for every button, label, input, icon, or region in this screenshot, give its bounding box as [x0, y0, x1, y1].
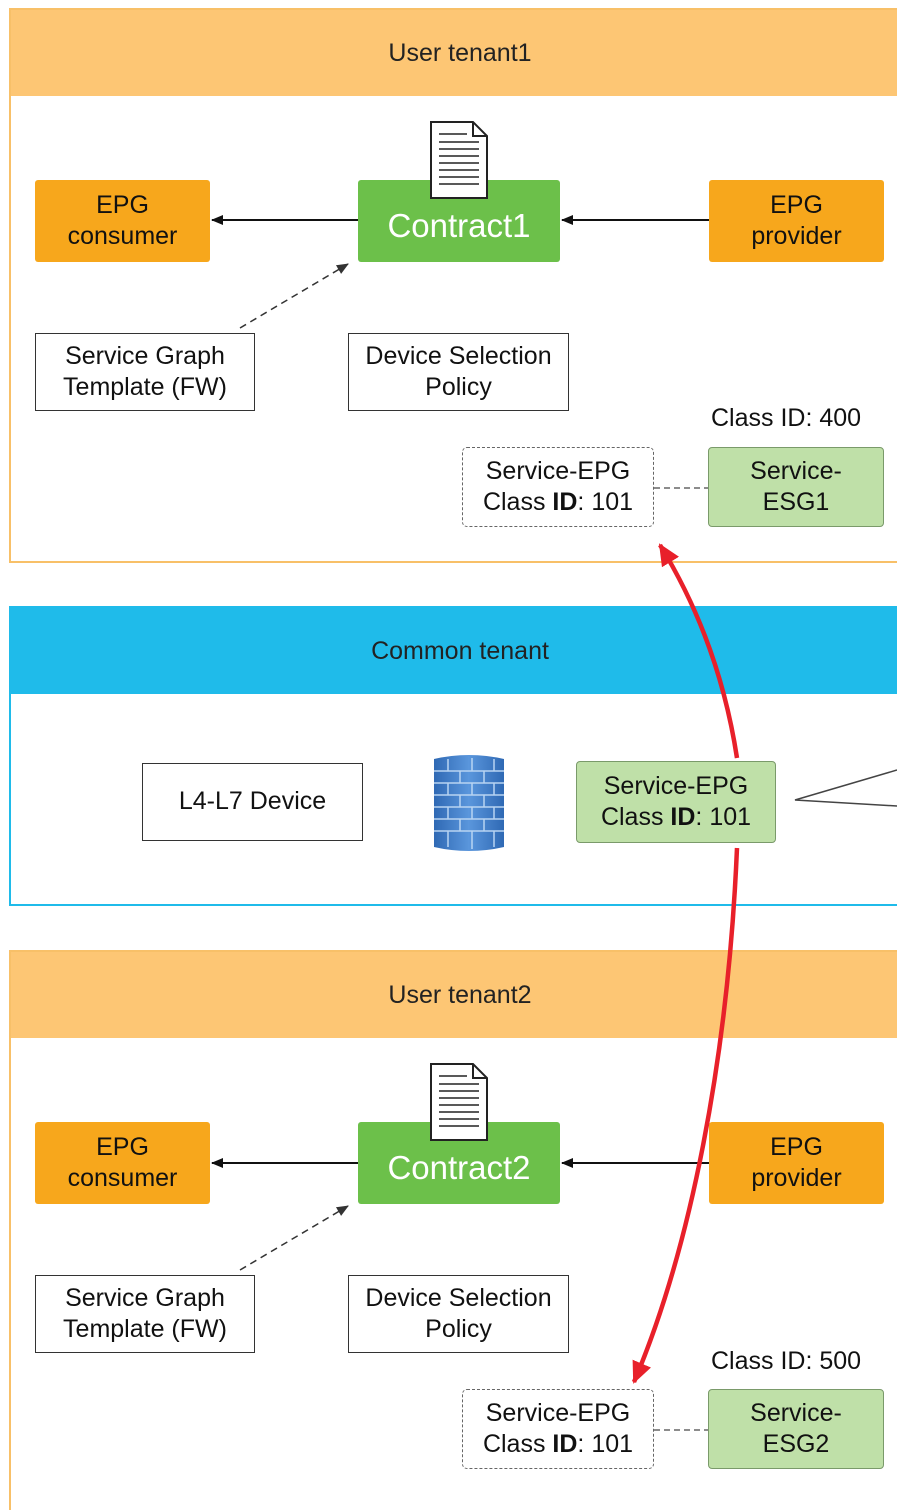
epg-provider-1[interactable]: EPG provider [709, 180, 884, 262]
service-graph-template-2[interactable]: Service Graph Template (FW) [35, 1275, 255, 1353]
l4-l7-device-box[interactable]: L4-L7 Device [142, 763, 363, 841]
service-esg2-line2: ESG2 [762, 1430, 830, 1458]
device-selection-policy-2[interactable]: Device Selection Policy [348, 1275, 569, 1353]
epg-consumer-1-line1: EPG [96, 190, 149, 219]
service-esg1[interactable]: Service- ESG1 [708, 447, 884, 527]
epg-consumer-1-line2: consumer [67, 222, 178, 250]
sgt-2-line1: Service Graph [65, 1283, 225, 1312]
service-graph-template-1[interactable]: Service Graph Template (FW) [35, 333, 255, 411]
service-epg-tenant2-class-value: : 101 [577, 1430, 634, 1458]
epg-consumer-1[interactable]: EPG consumer [35, 180, 210, 262]
sgt2-to-contract2-dashed-arrow [239, 1205, 349, 1271]
user-tenant2-title: User tenant2 [388, 980, 532, 1009]
red-arrow-to-tenant1 [658, 543, 740, 759]
epg-provider-2[interactable]: EPG provider [709, 1122, 884, 1204]
service-epg-common-id: ID [670, 803, 696, 831]
service-epg-tenant2-line2: Class ID: 101 [483, 1429, 633, 1460]
service-epg-tenant1-class-key: Class [482, 488, 553, 516]
service-esg2-line1: Service- [750, 1398, 842, 1427]
epg-provider-1-line2: provider [751, 222, 842, 250]
class-id-500-value: : 500 [805, 1347, 862, 1375]
service-epg-tenant1-id: ID [552, 488, 578, 516]
service-esg1-line1: Service- [750, 456, 842, 485]
user-tenant1-panel: User tenant1 [9, 8, 897, 563]
common-tenant-panel: Common tenant [9, 606, 897, 906]
dsp-2-line2: Policy [425, 1315, 492, 1343]
service-esg2[interactable]: Service- ESG2 [708, 1389, 884, 1469]
service-epg-tenant2-id: ID [552, 1430, 578, 1458]
l4-l7-device-label: L4-L7 Device [178, 787, 327, 816]
document-icon [430, 1063, 488, 1141]
service-epg-tenant1-line1: Service-EPG [485, 456, 631, 485]
class-id-400-value: : 400 [805, 404, 862, 432]
service-epg-tenant2-line1: Service-EPG [485, 1398, 631, 1427]
service-epg-common-line1: Service-EPG [603, 771, 749, 800]
dsp-1-line2: Policy [425, 373, 492, 401]
service-epg-tenant1-class-value: : 101 [577, 488, 634, 516]
contract1-box[interactable]: Contract1 [358, 180, 560, 262]
epg-consumer-2-line2: consumer [67, 1164, 178, 1192]
sgt-2-line2: Template (FW) [63, 1315, 227, 1343]
user-tenant1-header: User tenant1 [11, 10, 897, 96]
document-icon [430, 121, 488, 199]
contract2-label: Contract2 [387, 1149, 531, 1187]
red-arrow-to-tenant2 [631, 847, 740, 1384]
callout-pointer [794, 769, 897, 807]
user-tenant2-panel: User tenant2 [9, 950, 897, 1510]
class-id-500-label: Class ID: 500 [711, 1347, 861, 1376]
sgt-1-line2: Template (FW) [63, 373, 227, 401]
common-tenant-title: Common tenant [371, 636, 549, 665]
epg-provider-2-line2: provider [751, 1164, 842, 1192]
user-tenant1-title: User tenant1 [388, 38, 532, 67]
common-tenant-header: Common tenant [11, 608, 897, 694]
contract1-label: Contract1 [387, 207, 531, 245]
sgt-1-line1: Service Graph [65, 341, 225, 370]
service-epg-tenant1-line2: Class ID: 101 [483, 487, 633, 518]
dsp-1-line1: Device Selection [365, 341, 552, 370]
dsp-2-line1: Device Selection [365, 1283, 552, 1312]
epg-consumer-2-line1: EPG [96, 1132, 149, 1161]
epg-consumer-2[interactable]: EPG consumer [35, 1122, 210, 1204]
epg-provider-2-line1: EPG [770, 1132, 823, 1161]
service-epg-common-class-value: : 101 [695, 803, 752, 831]
class-id-400-label: Class ID: 400 [711, 404, 861, 433]
service-epg-common-line2: Class ID: 101 [601, 802, 751, 833]
class-id-400-key: Class ID [711, 404, 806, 432]
service-esg1-line2: ESG1 [762, 488, 830, 516]
service-epg-tenant2-class-key: Class [482, 1430, 553, 1458]
device-selection-policy-1[interactable]: Device Selection Policy [348, 333, 569, 411]
epg-provider-1-line1: EPG [770, 190, 823, 219]
service-epg-tenant1[interactable]: Service-EPG Class ID: 101 [462, 447, 654, 527]
service-epg-common[interactable]: Service-EPG Class ID: 101 [576, 761, 776, 843]
sgt1-to-contract1-dashed-arrow [239, 263, 349, 329]
class-id-500-key: Class ID [711, 1347, 806, 1375]
service-epg-common-class-key: Class [600, 803, 671, 831]
user-tenant2-header: User tenant2 [11, 952, 897, 1038]
firewall-icon [434, 755, 504, 851]
service-epg-tenant2[interactable]: Service-EPG Class ID: 101 [462, 1389, 654, 1469]
